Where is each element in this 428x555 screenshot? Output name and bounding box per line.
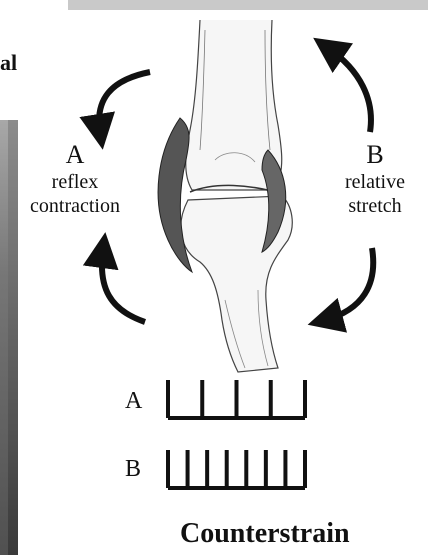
arrow-bottom-left [102,250,145,322]
arrow-bottom-right [325,248,373,320]
caption-title: Counterstrain [180,518,350,550]
label-b-line2: stretch [325,194,425,218]
label-b-line1: relative [325,170,425,194]
label-b-letter: B [325,140,425,170]
label-a-line1: reflex [20,170,130,194]
fiber-row-a [168,380,305,418]
label-a-line2: contraction [20,194,130,218]
label-a-letter: A [20,140,130,170]
arrow-top-left [99,72,150,132]
label-a: A reflex contraction [20,140,130,218]
fiber-row-b [168,450,305,488]
fiber-row-b-label: B [125,456,141,483]
arrow-top-right [328,48,371,132]
fiber-activity-rows [168,380,305,488]
fiber-row-a-label: A [125,388,142,415]
label-b: B relative stretch [325,140,425,218]
